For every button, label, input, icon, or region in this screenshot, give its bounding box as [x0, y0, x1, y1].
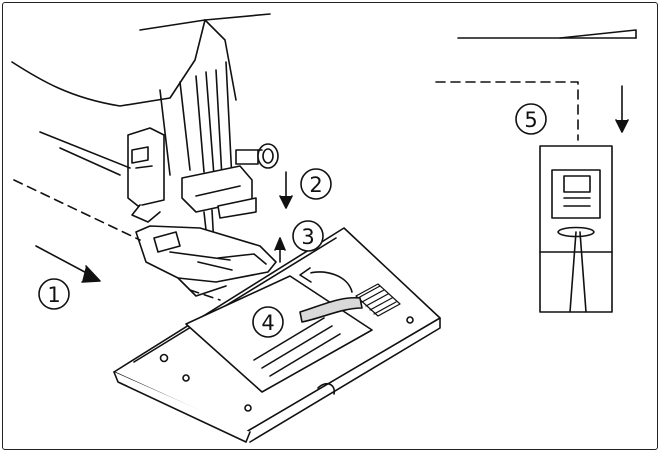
dashed-guide-corner — [435, 81, 579, 141]
presser-foot-closeup — [539, 145, 613, 313]
curved-arrow — [299, 267, 353, 293]
step-3-marker: 3 — [292, 220, 324, 252]
step-5-marker: 5 — [515, 103, 547, 135]
step-5-label: 5 — [524, 108, 537, 132]
machine-head — [11, 13, 271, 107]
feed-dogs — [355, 283, 401, 317]
needle-bar-assembly — [159, 61, 233, 181]
step-2-label: 2 — [309, 173, 322, 197]
down-arrow-detail — [615, 85, 629, 133]
step-2-marker: 2 — [300, 168, 332, 200]
drop-feed-lever — [299, 296, 363, 323]
needle-clamp — [181, 165, 257, 219]
step-3-label: 3 — [301, 225, 314, 249]
step-4-label: 4 — [261, 311, 274, 335]
fabric-edge-detail — [457, 29, 637, 39]
down-arrow — [279, 171, 293, 209]
step-1-label: 1 — [47, 283, 60, 307]
step-4-marker: 4 — [252, 306, 284, 338]
feed-direction-arrow — [35, 245, 101, 283]
up-arrow — [274, 237, 286, 263]
needle-clamp-screw — [235, 143, 279, 169]
step-1-marker: 1 — [38, 278, 70, 310]
presser-foot-holder — [127, 127, 165, 223]
fabric-guide-lines — [13, 131, 221, 301]
presser-foot — [135, 225, 277, 297]
